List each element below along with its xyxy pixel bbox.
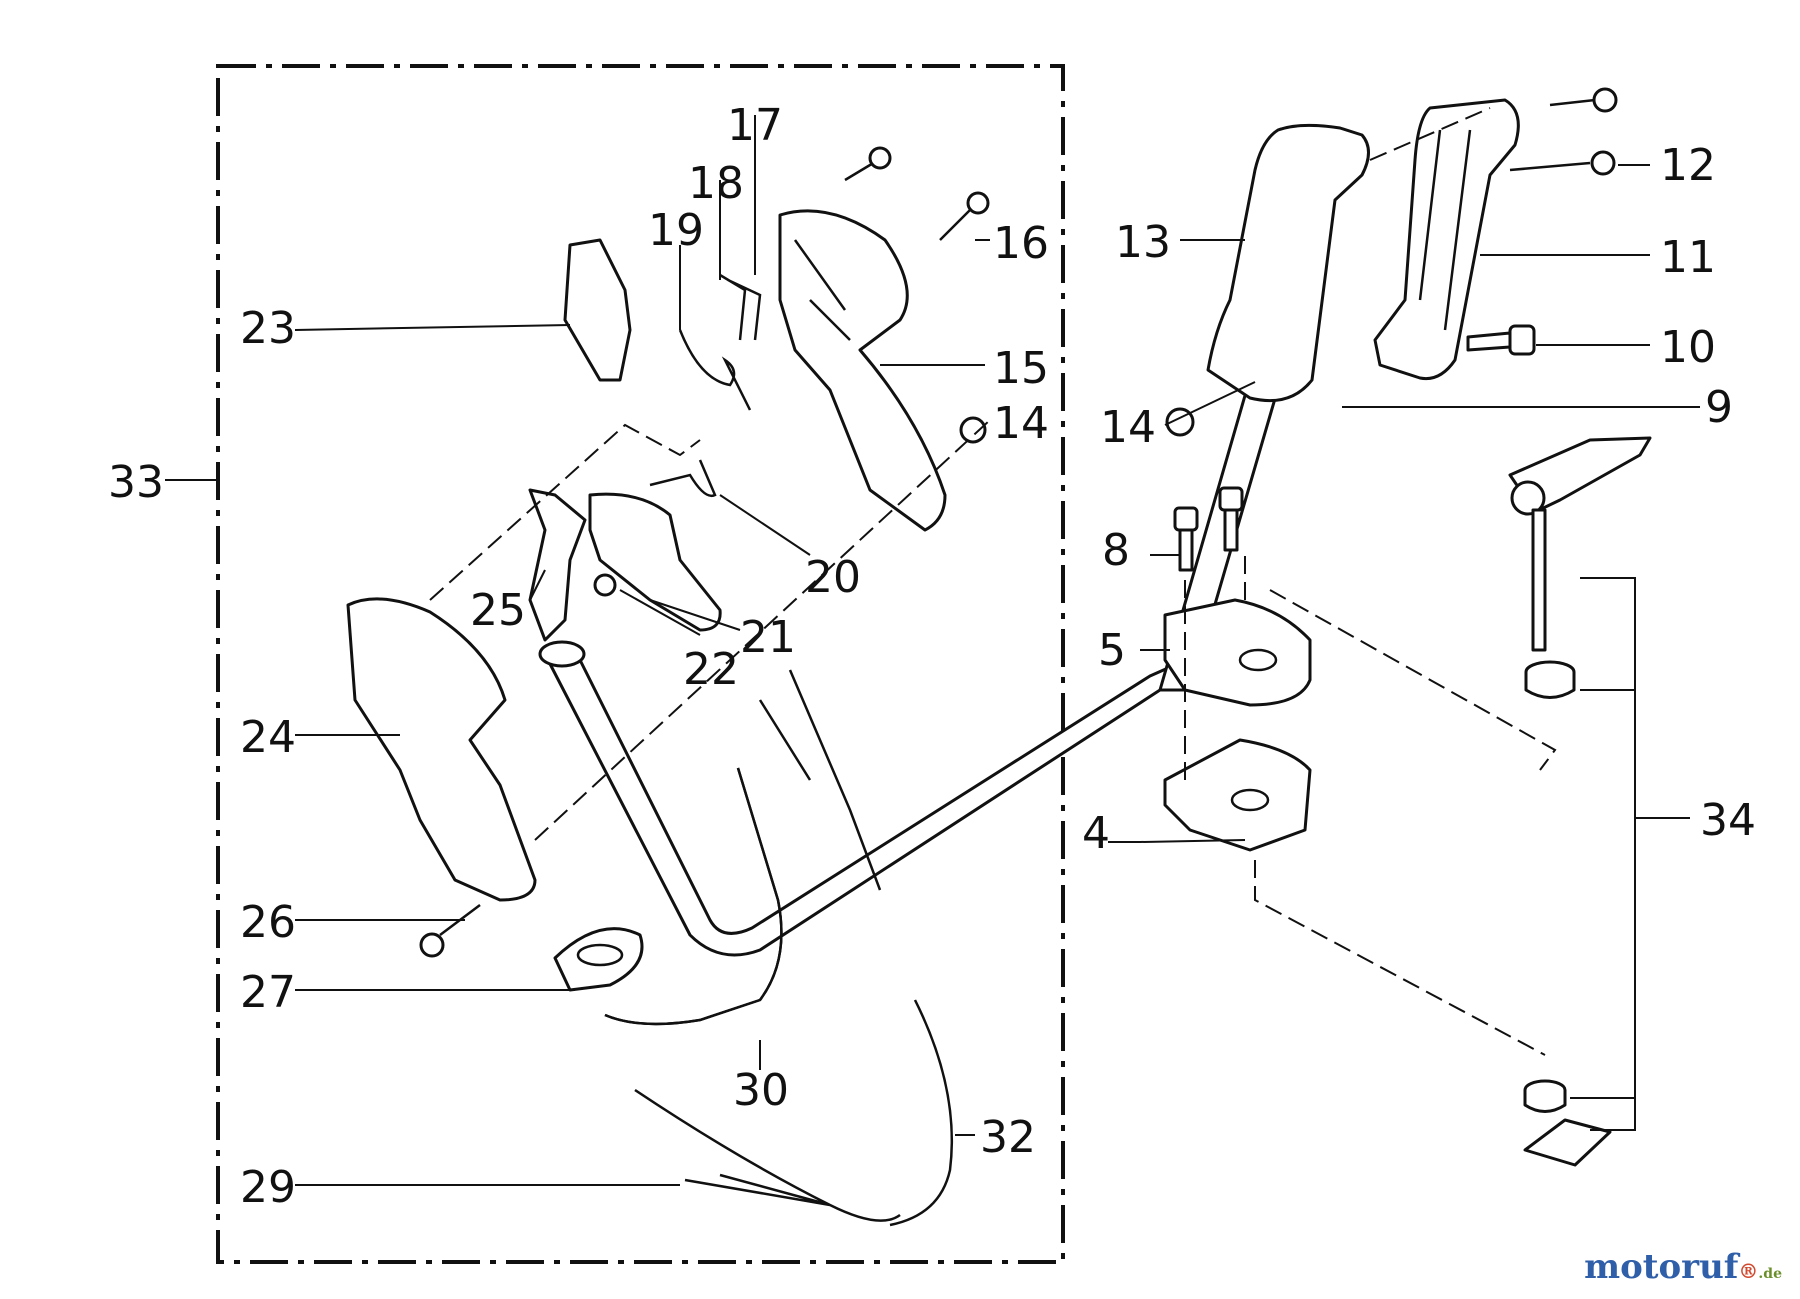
label-9: 9 [1705, 382, 1733, 433]
clamp-lower-4 [1163, 738, 1312, 852]
washer-22 [593, 573, 617, 597]
lever-25 [528, 488, 587, 642]
callout-labels: 4 5 8 9 10 11 12 13 14 14 15 16 17 18 19… [108, 100, 1756, 1213]
watermark-brand: motoruf [1584, 1247, 1739, 1287]
throttle-housing-15 [778, 209, 947, 532]
watermark-logo: motoruf®.de [1584, 1247, 1782, 1287]
label-12: 12 [1660, 140, 1716, 191]
clamp-upper-5 [1163, 598, 1312, 707]
lever-34 [1508, 436, 1652, 652]
screw-12 [1509, 87, 1618, 176]
label-23: 23 [240, 303, 296, 354]
watermark-domain: .de [1758, 1266, 1782, 1282]
spacer-34 [1524, 660, 1576, 699]
label-32: 32 [980, 1112, 1036, 1163]
bolt-8 [1173, 486, 1244, 572]
label-4: 4 [1082, 808, 1110, 859]
bolt-10 [1466, 324, 1536, 356]
housing-half-24 [346, 597, 537, 902]
screw-26 [419, 904, 481, 958]
leader-lines [165, 115, 1700, 1186]
label-19: 19 [648, 205, 704, 256]
label-11: 11 [1660, 232, 1716, 283]
label-21: 21 [740, 612, 796, 663]
assembly-33-frame [216, 64, 1065, 1264]
screw-16 [844, 146, 990, 241]
grip-13 [1206, 123, 1370, 403]
label-18: 18 [688, 158, 744, 209]
label-13: 13 [1115, 217, 1171, 268]
label-22: 22 [683, 644, 739, 695]
label-30: 30 [733, 1065, 789, 1116]
washer-34 [1523, 1079, 1567, 1113]
clip-27 [553, 927, 644, 992]
label-17: 17 [727, 100, 783, 151]
label-14-right: 14 [1100, 402, 1156, 453]
spring-20 [649, 459, 717, 498]
plate-34 [1523, 1118, 1612, 1167]
label-5: 5 [1098, 625, 1126, 676]
label-25: 25 [470, 585, 526, 636]
wire-throttle [758, 669, 882, 891]
label-15: 15 [993, 343, 1049, 394]
label-20: 20 [805, 552, 861, 603]
label-10: 10 [1660, 322, 1716, 373]
nut-14-left [959, 416, 987, 444]
lock-23 [563, 238, 632, 382]
spring-19 [678, 329, 752, 411]
trigger-21 [588, 492, 722, 632]
handle-half-11 [1373, 98, 1520, 381]
label-24: 24 [240, 712, 296, 763]
wire-32 [889, 999, 954, 1227]
label-16: 16 [993, 218, 1049, 269]
label-26: 26 [240, 897, 296, 948]
label-14-left: 14 [993, 398, 1049, 449]
label-33: 33 [108, 457, 164, 508]
label-27: 27 [240, 967, 296, 1018]
label-8: 8 [1102, 525, 1130, 576]
label-34: 34 [1700, 795, 1756, 846]
assembly-guides [429, 107, 1557, 1056]
wire-harness-29 [634, 1088, 901, 1222]
spring-17-18 [719, 273, 762, 341]
watermark-mark: ® [1738, 1259, 1759, 1283]
label-29: 29 [240, 1162, 296, 1213]
